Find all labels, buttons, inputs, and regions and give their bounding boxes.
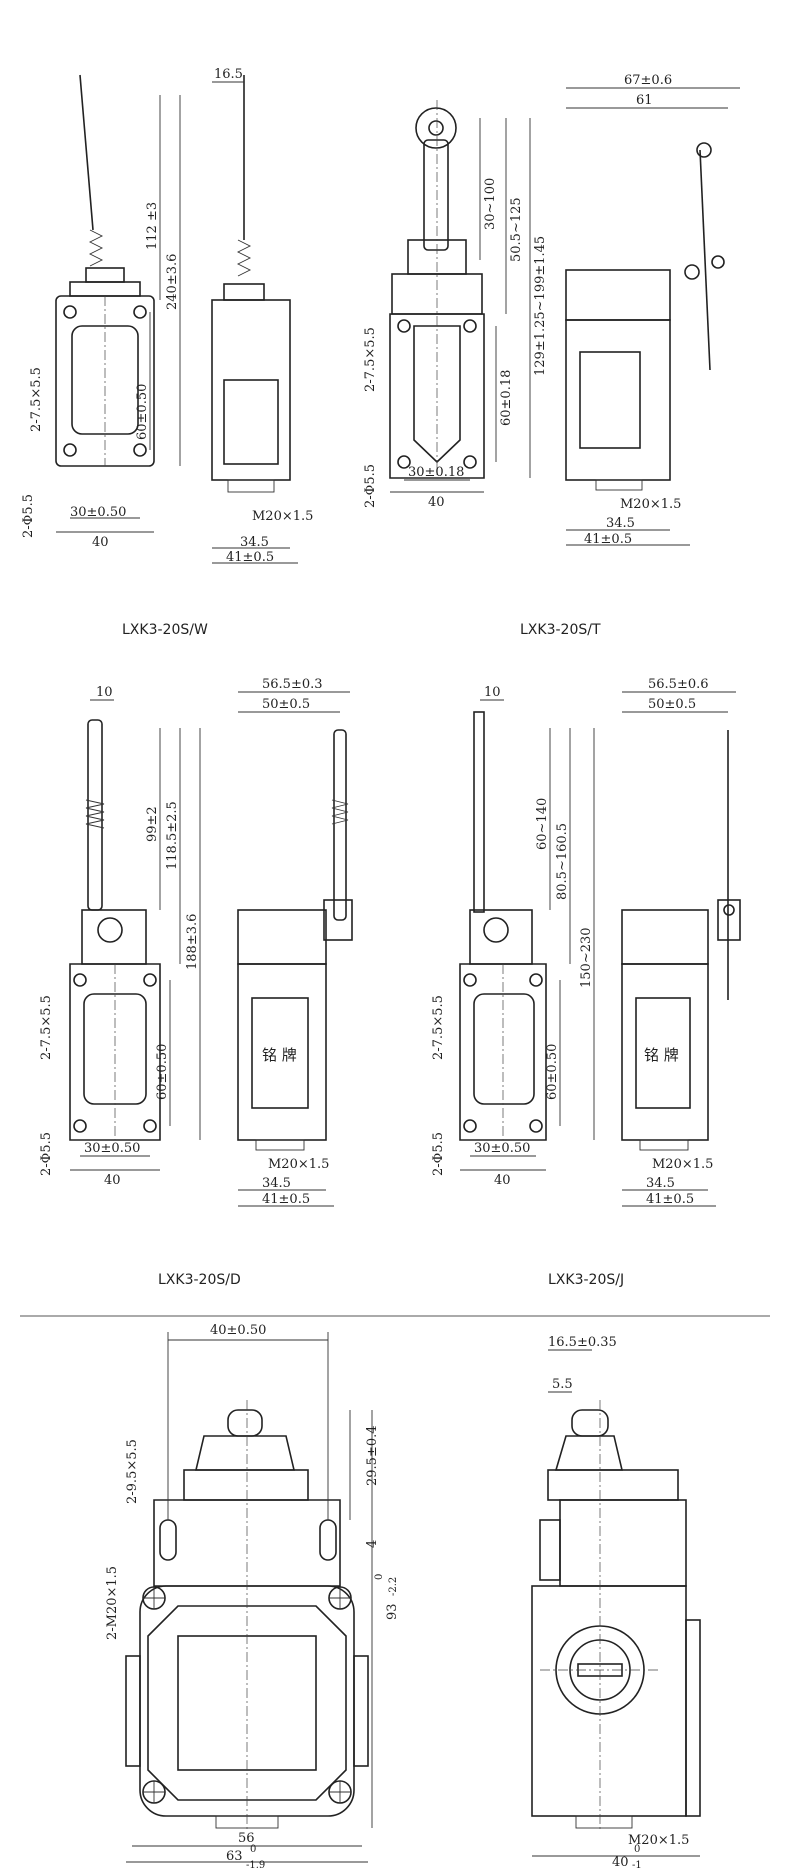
j-rod-w: 10 <box>484 685 501 700</box>
j-holes: 2-Φ5.5 <box>431 1132 446 1176</box>
view-d-side: 铭 牌 <box>237 729 353 1151</box>
d-thread: M20×1.5 <box>268 1157 329 1172</box>
front-hole-tl <box>142 1586 166 1610</box>
w-title: LXK3-20S/W <box>122 622 208 638</box>
front-hole-pitch: 40±0.50 <box>210 1323 266 1338</box>
side-depth: 40 <box>612 1855 629 1870</box>
w-holes: 2-Φ5.5 <box>21 494 36 538</box>
d-side-w: 50±0.5 <box>262 697 310 712</box>
t-pitch-h: 30±0.18 <box>408 465 464 480</box>
t-depth: 34.5 <box>606 516 635 531</box>
side-depth-tol-dn: -1 <box>632 1860 642 1871</box>
j-rod-h: 60~140 <box>535 798 550 850</box>
view-w: 16.5 112 ±3 240±3.6 60±0.50 2-7.5×5.5 2-… <box>21 67 313 638</box>
view-j-front <box>459 711 547 1141</box>
j-title: LXK3-20S/J <box>548 1272 624 1288</box>
side-top-w: 16.5±0.35 <box>548 1335 617 1350</box>
t-side-total: 67±0.6 <box>624 73 672 88</box>
w-thread: M20×1.5 <box>252 509 313 524</box>
w-depth: 34.5 <box>240 535 269 550</box>
view-side-large: 16.5±0.35 5.5 M20×1.5 40 0 -1 <box>531 1335 701 1871</box>
d-depth: 34.5 <box>262 1176 291 1191</box>
j-slot: 2-7.5×5.5 <box>431 995 446 1060</box>
view-t-front <box>389 100 485 479</box>
t-slot: 2-7.5×5.5 <box>363 327 378 392</box>
w-slot: 2-7.5×5.5 <box>29 367 44 432</box>
j-depth: 34.5 <box>646 1176 675 1191</box>
front-total-h-tol-up: 0 <box>374 1574 385 1580</box>
front-slot: 2-9.5×5.5 <box>125 1439 140 1504</box>
w-depth-total: 41±0.5 <box>226 550 274 565</box>
front-total-w-tol-up: 0 <box>250 1844 256 1855</box>
d-rod-h: 99±2 <box>145 806 160 842</box>
side-depth-tol-up: 0 <box>634 1844 640 1855</box>
w-pitch-v: 60±0.50 <box>135 384 150 440</box>
d-width: 40 <box>104 1173 121 1188</box>
side-thread: M20×1.5 <box>628 1833 689 1848</box>
t-width: 40 <box>428 495 445 510</box>
view-front-large: 40±0.50 2-9.5×5.5 29.5±0.4 4 93 0 -2.2 2… <box>105 1323 400 1871</box>
front-head-h: 29.5±0.4 <box>365 1425 380 1486</box>
w-arm-len: 112 ±3 <box>145 202 160 250</box>
view-d: 铭 牌 10 99±2 118.5±2.5 188±3.6 60±0.50 2-… <box>39 677 353 1288</box>
w-total-h: 240±3.6 <box>165 254 180 310</box>
d-depth-total: 41±0.5 <box>262 1192 310 1207</box>
front-hole-br <box>328 1780 352 1804</box>
t-depth-total: 41±0.5 <box>584 532 632 547</box>
j-rod-h2: 80.5~160.5 <box>555 823 570 900</box>
view-t: 30~100 50.5~125 129±1.25~199±1.45 60±0.1… <box>363 73 740 638</box>
front-hole-tr <box>328 1586 352 1610</box>
t-thread: M20×1.5 <box>620 497 681 512</box>
d-plate-text: 铭 牌 <box>262 1046 297 1064</box>
front-total-h: 93 <box>385 1603 400 1620</box>
t-pitch-v: 60±0.18 <box>499 370 514 426</box>
t-title: LXK3-20S/T <box>520 622 601 638</box>
front-total-w-tol-dn: -1.9 <box>246 1860 265 1871</box>
t-side-w: 61 <box>636 93 653 108</box>
view-j: 铭 牌 10 60~140 80.5~160.5 150~230 60±0.50… <box>431 677 741 1288</box>
d-total-h: 188±3.6 <box>185 914 200 970</box>
w-pitch-h: 30±0.50 <box>70 505 126 520</box>
j-total-h: 150~230 <box>579 927 594 988</box>
j-side-w: 50±0.5 <box>648 697 696 712</box>
d-side-total: 56.5±0.3 <box>262 677 323 692</box>
view-j-side: 铭 牌 <box>621 730 741 1151</box>
j-pitch-h: 30±0.50 <box>474 1141 530 1156</box>
j-side-total: 56.5±0.6 <box>648 677 709 692</box>
d-pitch-v: 60±0.50 <box>155 1044 170 1100</box>
d-pitch-h: 30±0.50 <box>84 1141 140 1156</box>
t-total-h: 129±1.25~199±1.45 <box>533 236 548 376</box>
view-d-front <box>69 719 161 1141</box>
front-small: 4 <box>365 1540 380 1548</box>
d-rod-h2: 118.5±2.5 <box>165 801 180 870</box>
j-plate-text: 铭 牌 <box>644 1046 679 1064</box>
t-holes: 2-Φ5.5 <box>363 464 378 508</box>
j-pitch-v: 60±0.50 <box>545 1044 560 1100</box>
w-width: 40 <box>92 535 109 550</box>
w-top-offset: 16.5 <box>214 67 243 82</box>
view-t-side <box>565 142 725 491</box>
j-thread: M20×1.5 <box>652 1157 713 1172</box>
t-adj-range: 50.5~125 <box>509 197 524 262</box>
view-w-side <box>211 75 291 493</box>
j-depth-total: 41±0.5 <box>646 1192 694 1207</box>
front-inner-w: 56 <box>238 1831 255 1846</box>
d-slot: 2-7.5×5.5 <box>39 995 54 1060</box>
d-title: LXK3-20S/D <box>158 1272 241 1288</box>
view-w-front <box>55 74 155 467</box>
front-total-h-tol-dn: -2.2 <box>388 1577 399 1596</box>
front-total-w: 63 <box>226 1849 243 1864</box>
front-thread: 2-M20×1.5 <box>105 1566 120 1640</box>
front-hole-bl <box>142 1780 166 1804</box>
side-plunger-off: 5.5 <box>552 1377 573 1392</box>
d-rod-w: 10 <box>96 685 113 700</box>
j-width: 40 <box>494 1173 511 1188</box>
d-holes: 2-Φ5.5 <box>39 1132 54 1176</box>
t-roller-reach: 30~100 <box>483 178 498 230</box>
